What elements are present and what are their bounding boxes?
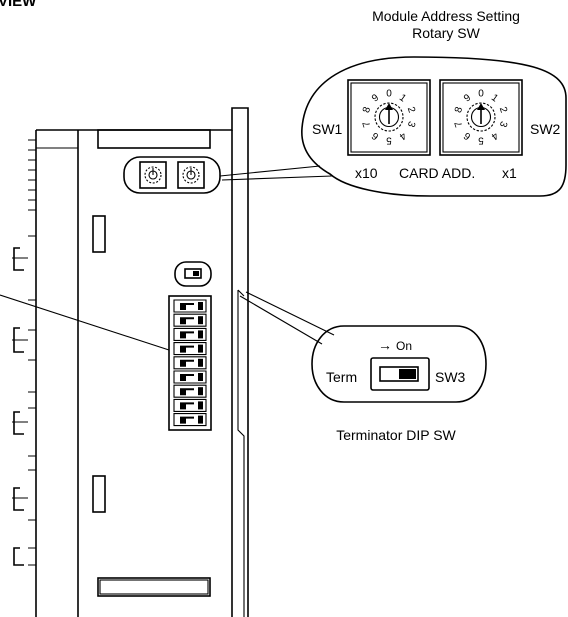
x10-label: x10: [355, 165, 378, 181]
terminal-slot: [173, 398, 207, 412]
latch-tabs: [12, 247, 28, 566]
sw1-label: SW1: [312, 121, 343, 137]
rotary-callout-title-line2: Rotary SW: [412, 25, 480, 41]
window-lower: [92, 475, 106, 513]
sw1-digit-3: 3: [405, 120, 417, 129]
x1-label: x1: [502, 165, 517, 181]
rotary-callout-title-line1: Module Address Setting: [372, 8, 520, 24]
sw2-digit-9: 9: [462, 92, 473, 104]
sw2-digit-3: 3: [497, 120, 509, 129]
rotary-callout: Module Address Setting Rotary SW SW1 SW2…: [219, 8, 567, 197]
sw3-dip-switch[interactable]: [370, 357, 430, 391]
sw2-digit-7: 7: [453, 119, 465, 128]
sw2-digit-5: 5: [478, 135, 484, 146]
sw2-digit-6: 6: [462, 129, 473, 141]
top-slot: [97, 129, 211, 149]
module-rotary-switches: [123, 156, 221, 194]
dip-callout: → On Term SW3 Terminator DIP SW: [239, 291, 487, 443]
arrow-glyph: →: [378, 337, 392, 353]
window-upper: [92, 215, 106, 253]
terminal-slot: [173, 342, 207, 356]
sw1-digit-4: 4: [397, 130, 408, 142]
sw1-digit-5: 5: [386, 135, 392, 146]
sw2-digit-4: 4: [489, 130, 500, 142]
sw1-digit-8: 8: [361, 105, 373, 114]
sw2-digit-8: 8: [453, 105, 465, 114]
sw2-digit-1: 1: [489, 92, 500, 104]
sw1-digit-1: 1: [397, 92, 408, 104]
terminal-slot: [173, 356, 207, 370]
terminal-slot: [173, 313, 207, 327]
sw2-digit-0: 0: [478, 89, 484, 100]
sw2-digit-2: 2: [497, 106, 509, 115]
terminator-dip-caption: Terminator DIP SW: [336, 427, 456, 443]
card-address-label: CARD ADD.: [399, 165, 475, 181]
sw1-digit-6: 6: [370, 129, 381, 141]
terminal-block: [168, 295, 212, 431]
term-label: Term: [326, 369, 357, 385]
terminal-slot: [173, 413, 207, 427]
terminal-slot: [173, 299, 207, 313]
module-body: [12, 107, 249, 617]
sw1-digit-7: 7: [361, 119, 373, 128]
sw1-digit-0: 0: [386, 89, 392, 100]
sw2-label: SW2: [530, 121, 561, 137]
bottom-slot: [97, 577, 211, 597]
module-dip-switch[interactable]: [174, 261, 212, 287]
terminal-slot: [173, 327, 207, 341]
sw1-digit-2: 2: [405, 106, 417, 115]
view-title: VIEW: [0, 0, 37, 10]
rib-ticks: [28, 139, 36, 566]
on-label: On: [396, 339, 412, 353]
terminal-slot: [173, 384, 207, 398]
sw1-digit-9: 9: [370, 92, 381, 104]
sw3-label: SW3: [435, 369, 466, 385]
terminal-slot: [173, 370, 207, 384]
